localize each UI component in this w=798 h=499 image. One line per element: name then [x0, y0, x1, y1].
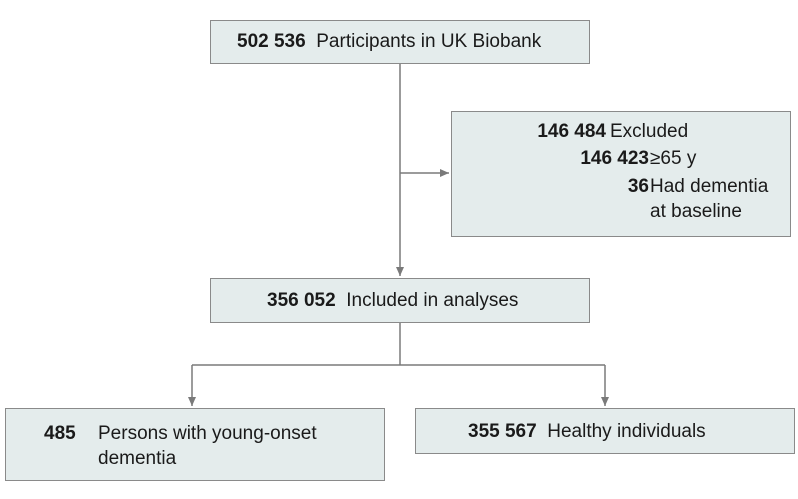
total-count: 502 536 [237, 31, 306, 52]
young-onset-box: 485 Persons with young-onset dementia [5, 408, 385, 481]
healthy-box: 355 567 Healthy individuals [415, 408, 795, 454]
young-onset-count: 485 [44, 423, 76, 444]
excluded-reason-dementia-label-line2: at baseline [650, 201, 742, 222]
excluded-reason-dementia-count: 36 [627, 176, 649, 197]
excluded-reason-dementia-label-line1: Had dementia [650, 176, 769, 197]
excluded-reason-age-count: 146 423 [580, 148, 649, 169]
young-onset-label-line2: dementia [98, 448, 177, 469]
excluded-count: 146 484 [537, 121, 606, 142]
healthy-count: 355 567 [468, 421, 537, 442]
total-participants-box: 502 536 Participants in UK Biobank [210, 20, 590, 64]
included-box: 356 052 Included in analyses [210, 278, 590, 323]
total-label: Participants in UK Biobank [316, 31, 542, 52]
excluded-label: Excluded [610, 121, 689, 142]
excluded-reason-age-label: ≥65 y [650, 148, 697, 169]
excluded-box: 146 484 Excluded 146 423 ≥65 y 36 Had de… [451, 111, 791, 237]
young-onset-label-line1: Persons with young-onset [98, 423, 317, 444]
included-label: Included in analyses [346, 290, 519, 311]
included-count: 356 052 [267, 290, 336, 311]
healthy-label: Healthy individuals [547, 421, 706, 442]
